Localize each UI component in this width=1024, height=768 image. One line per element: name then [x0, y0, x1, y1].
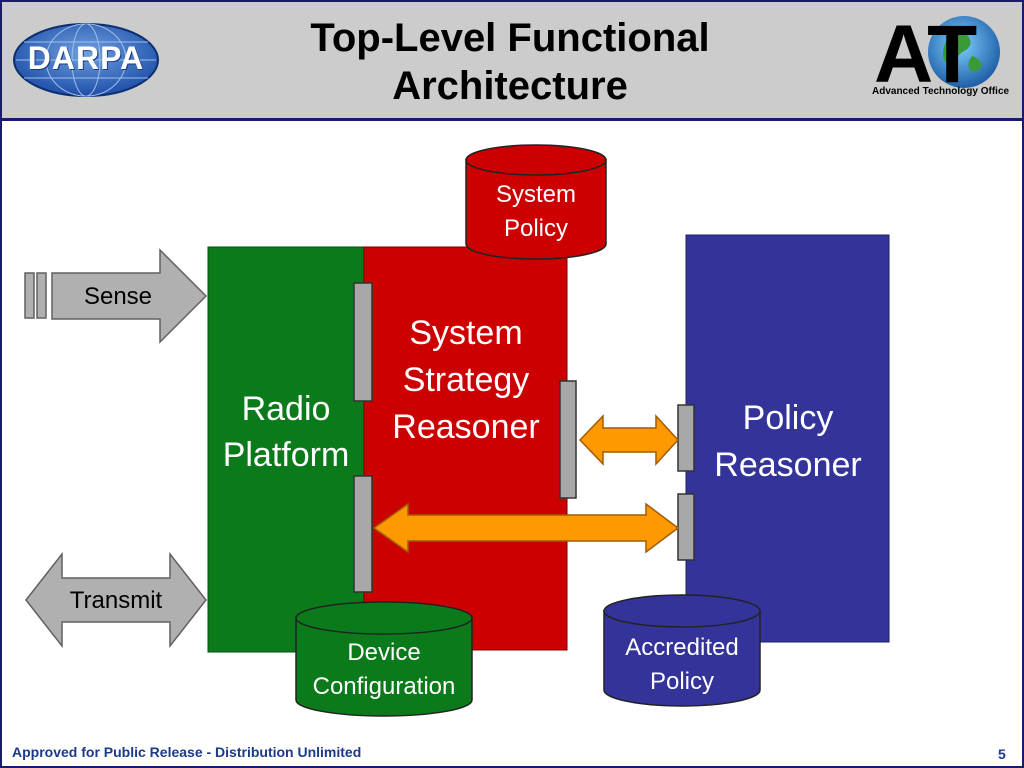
radio-platform-block [207, 246, 367, 653]
transmit-label: Transmit [69, 587, 163, 614]
system-policy-label: System Policy [466, 178, 606, 246]
transmit-arrow [25, 551, 207, 649]
ato-letters: AT [874, 12, 977, 100]
accredited-policy-line-1: Accredited [625, 634, 739, 661]
strategy-policy-arrow [578, 414, 680, 466]
header-divider [2, 118, 1022, 121]
system-policy-line-2: Policy [503, 215, 569, 242]
strategy-port-right [559, 380, 577, 499]
policy-reasoner-block [685, 234, 890, 643]
policy-reasoner-label: Policy Reasoner [696, 395, 880, 489]
system-strategy-reasoner-label: System Strategy Reasoner [374, 310, 558, 451]
system-policy-line-1: System [495, 181, 576, 208]
ato-logo [928, 16, 1000, 88]
device-configuration-database [295, 601, 473, 717]
accredited-policy-label: Accredited Policy [604, 631, 760, 699]
page-number: 5 [998, 746, 1006, 762]
ato-logo-letters: AT [874, 12, 977, 100]
darpa-logo [13, 23, 159, 97]
sense-arrow [24, 248, 208, 344]
title-line-2: Architecture [392, 64, 628, 108]
accredited-policy-database [603, 594, 761, 707]
header-bar [2, 2, 1022, 118]
sense-label: Sense [83, 283, 153, 310]
strategy-line-1: System [409, 314, 523, 352]
system-policy-database [465, 144, 607, 260]
release-notice: Approved for Public Release - Distributi… [12, 744, 362, 760]
policy-reasoner-line-2: Reasoner [714, 446, 862, 484]
strategy-line-3: Reasoner [392, 408, 540, 446]
policy-port-lower [677, 493, 695, 561]
strategy-line-2: Strategy [402, 361, 530, 399]
ato-caption: Advanced Technology Office [872, 86, 1010, 97]
radio-policy-arrow [372, 502, 680, 554]
policy-port-upper [677, 404, 695, 472]
page-title: Top-Level Functional Architecture [250, 14, 770, 110]
device-configuration-line-2: Configuration [312, 673, 456, 700]
darpa-logo-text: DARPA [27, 40, 145, 76]
title-line-1: Top-Level Functional [310, 16, 710, 60]
radio-platform-line-1: Radio [241, 390, 331, 428]
radio-strategy-port-upper [353, 282, 373, 402]
policy-reasoner-line-1: Policy [742, 399, 834, 437]
radio-platform-label: Radio Platform [208, 386, 364, 478]
accredited-policy-line-2: Policy [649, 668, 715, 695]
device-configuration-line-1: Device [347, 639, 421, 666]
radio-strategy-port-lower [353, 475, 373, 593]
radio-platform-line-2: Platform [222, 436, 350, 474]
device-configuration-label: Device Configuration [296, 636, 472, 704]
